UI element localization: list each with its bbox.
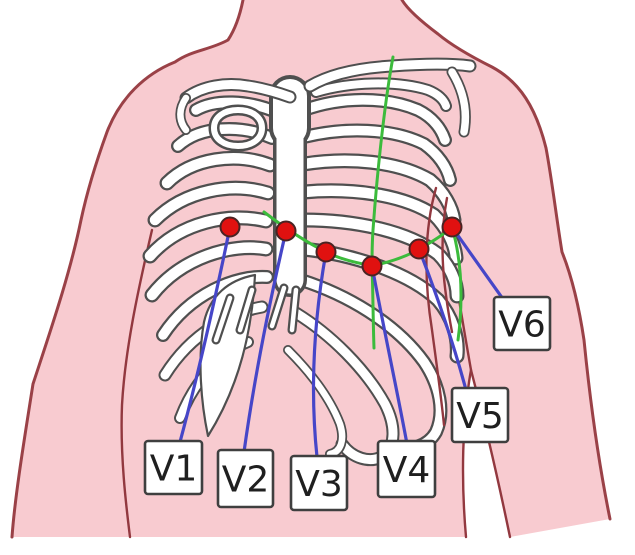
electrode-label-box-v3 xyxy=(289,454,349,512)
electrode-label-v2: V2 xyxy=(216,448,275,509)
electrode-dot-v3 xyxy=(315,241,337,263)
left-armpit-crease xyxy=(120,228,154,539)
electrode-dot-v5 xyxy=(408,238,430,260)
electrode-label-text-v6: V6 xyxy=(498,304,546,345)
lead-wire-v4 xyxy=(370,264,409,446)
body-outline-left xyxy=(10,0,245,539)
lead-wire-v2 xyxy=(242,229,288,454)
cardiac-outline-curve-1 xyxy=(425,186,446,427)
electrode-dot-v6 xyxy=(441,216,463,238)
electrode-dot-v2 xyxy=(275,220,297,242)
electrode-label-box-v4 xyxy=(376,439,437,499)
body-outline-right xyxy=(400,0,612,521)
cardiac-outline-curve-2 xyxy=(441,196,454,334)
lead-wire-v5 xyxy=(417,247,468,392)
electrode-label-box-v1 xyxy=(143,439,204,496)
electrode-label-v5: V5 xyxy=(450,386,510,444)
electrode-labels: V1 V2 V3 V4 V5 V6 xyxy=(143,295,552,512)
electrode-label-text-v5: V5 xyxy=(456,396,504,437)
electrode-label-v1: V1 xyxy=(143,439,204,496)
lead-wire-v3 xyxy=(311,250,328,459)
lead-wire-v1 xyxy=(178,225,232,444)
electrode-label-text-v4: V4 xyxy=(383,450,431,491)
electrode-label-v4: V4 xyxy=(376,439,437,499)
electrode-dot-v1 xyxy=(219,216,241,238)
electrode-label-text-v1: V1 xyxy=(150,448,198,489)
electrode-dots xyxy=(219,216,463,277)
electrode-label-text-v3: V3 xyxy=(295,464,343,505)
electrode-label-text-v2: V2 xyxy=(222,459,270,500)
midclavicular-line xyxy=(370,55,395,350)
electrode-dot-v4 xyxy=(361,255,383,277)
electrode-label-v6: V6 xyxy=(492,295,552,352)
electrode-label-box-v2 xyxy=(216,448,275,509)
electrode-label-v3: V3 xyxy=(289,454,349,512)
electrode-label-box-v5 xyxy=(450,386,510,444)
electrode-label-box-v6 xyxy=(492,295,552,352)
xiphoid-point-2 xyxy=(292,290,296,330)
